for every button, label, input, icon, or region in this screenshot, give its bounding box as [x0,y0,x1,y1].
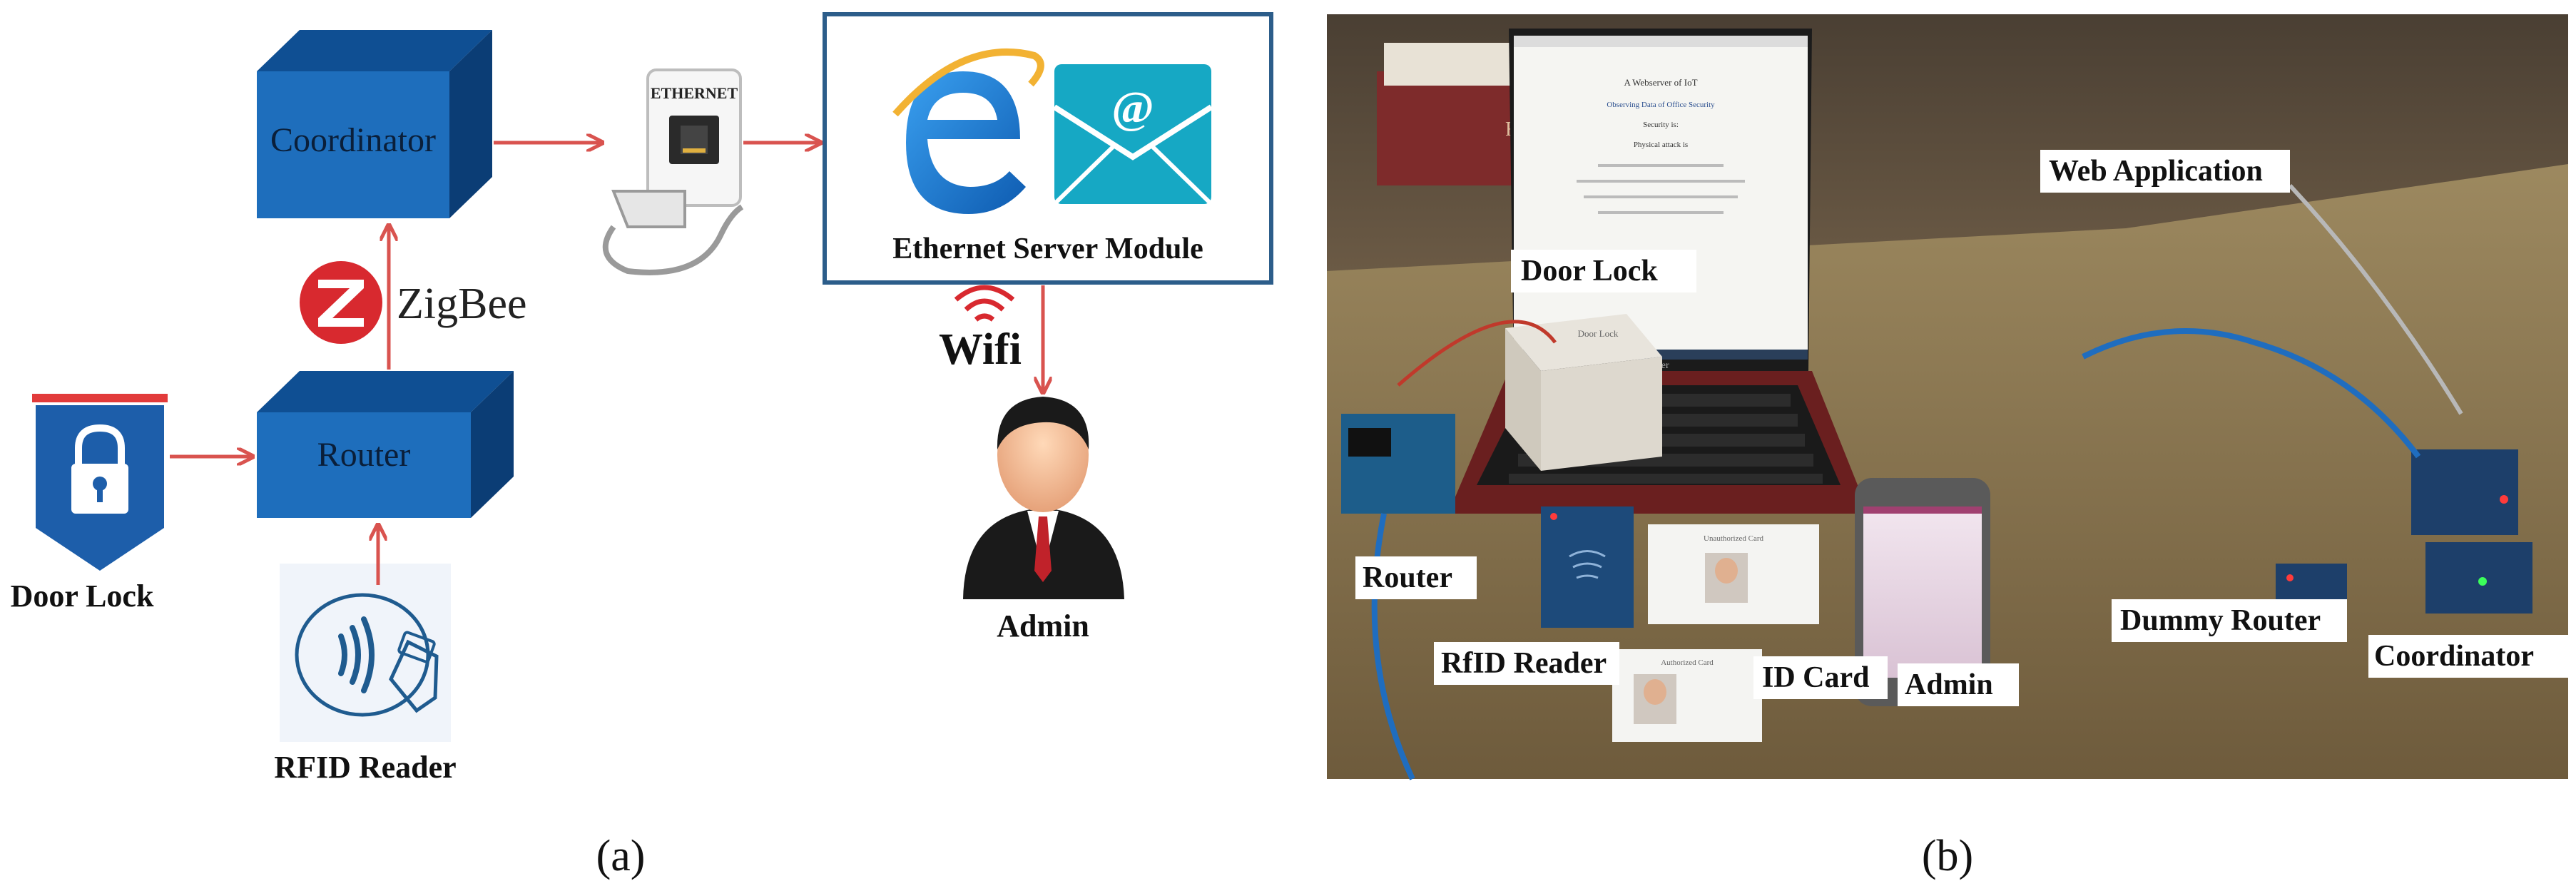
dummy-router-label-bg [2112,599,2347,642]
screen-text-2: Observing Data of Office Security [1607,101,1715,109]
wifi-label: Wifi [939,325,1022,374]
id-card-photo-label: ID Card [1762,661,1870,694]
coordinator-photo-label: Coordinator [2374,640,2534,673]
zigbee-label: ZigBee [397,280,527,328]
wifi-icon [954,285,1015,322]
dummy-router-photo-label: Dummy Router [2120,604,2321,637]
id-card-label-bg [1753,656,1888,699]
browser-icon [892,48,1044,214]
admin-label-bg [1898,663,2019,706]
door-lock-label: Door Lock [11,579,154,614]
architecture-svg: Coordinator Router ZigBee Door Lock RFID [11,12,1273,880]
prototype-photo: Foy A Webserver of IoT Observing Data of… [1327,14,2576,892]
door-lock-box: Door Lock [1505,314,1662,471]
web-app-label: Web Application [2049,155,2263,188]
admin-icon [963,397,1124,599]
rfid-reader-board [1541,506,1634,628]
router-box: Router [257,371,514,518]
rfid-label-bg [1434,642,1619,685]
router-label: Router [317,436,411,474]
web-app-label-bg [2040,150,2290,193]
router-photo-label: Router [1363,561,1452,594]
screen-text-4: Physical attack is [1634,141,1688,149]
door-lock-icon [32,394,168,571]
server-module-box: @ Ethernet Server Module [823,12,1273,285]
coordinator-board [2411,449,2518,535]
email-icon: @ [1052,64,1213,206]
svg-text:@: @ [1111,82,1154,133]
door-lock-box-label: Door Lock [1578,328,1619,339]
svg-text:Authorized Card: Authorized Card [1661,658,1714,667]
door-lock-photo-label: Door Lock [1521,255,1658,287]
unauthorized-card: Unauthorized Card [1648,524,1819,624]
coordinator-label: Coordinator [270,121,436,159]
coordinator-label-bg [2368,635,2568,678]
caption-b: (b) [1922,832,1973,880]
screen-text-1: A Webserver of IoT [1624,77,1697,88]
tissue-box: Foy [1377,43,1537,185]
prototype-photo-svg: Foy A Webserver of IoT Observing Data of… [1327,14,2568,880]
svg-text:Unauthorized Card: Unauthorized Card [1704,534,1763,543]
ethernet-icon: ETHERNET [602,68,744,275]
coordinator-box: Coordinator [257,30,492,218]
router-label-bg [1355,556,1477,599]
phone [1855,478,1990,706]
architecture-diagram: Coordinator Router ZigBee Door Lock RFID [11,12,1273,880]
admin-label: Admin [997,609,1089,643]
authorized-card: Authorized Card [1612,649,1762,742]
zigbee-logo: ZigBee [300,261,527,344]
caption-a: (a) [596,832,646,880]
admin-photo-label: Admin [1905,668,1993,701]
ethernet-label: ETHERNET [651,84,738,102]
door-lock-label-bg [1511,250,1696,292]
screen-text-3: Security is: [1643,121,1679,129]
server-module-label: Ethernet Server Module [892,233,1203,265]
rfid-reader-label: RFID Reader [274,750,456,785]
rfid-photo-label: RfID Reader [1441,647,1607,680]
rfid-reader-icon [280,564,451,742]
